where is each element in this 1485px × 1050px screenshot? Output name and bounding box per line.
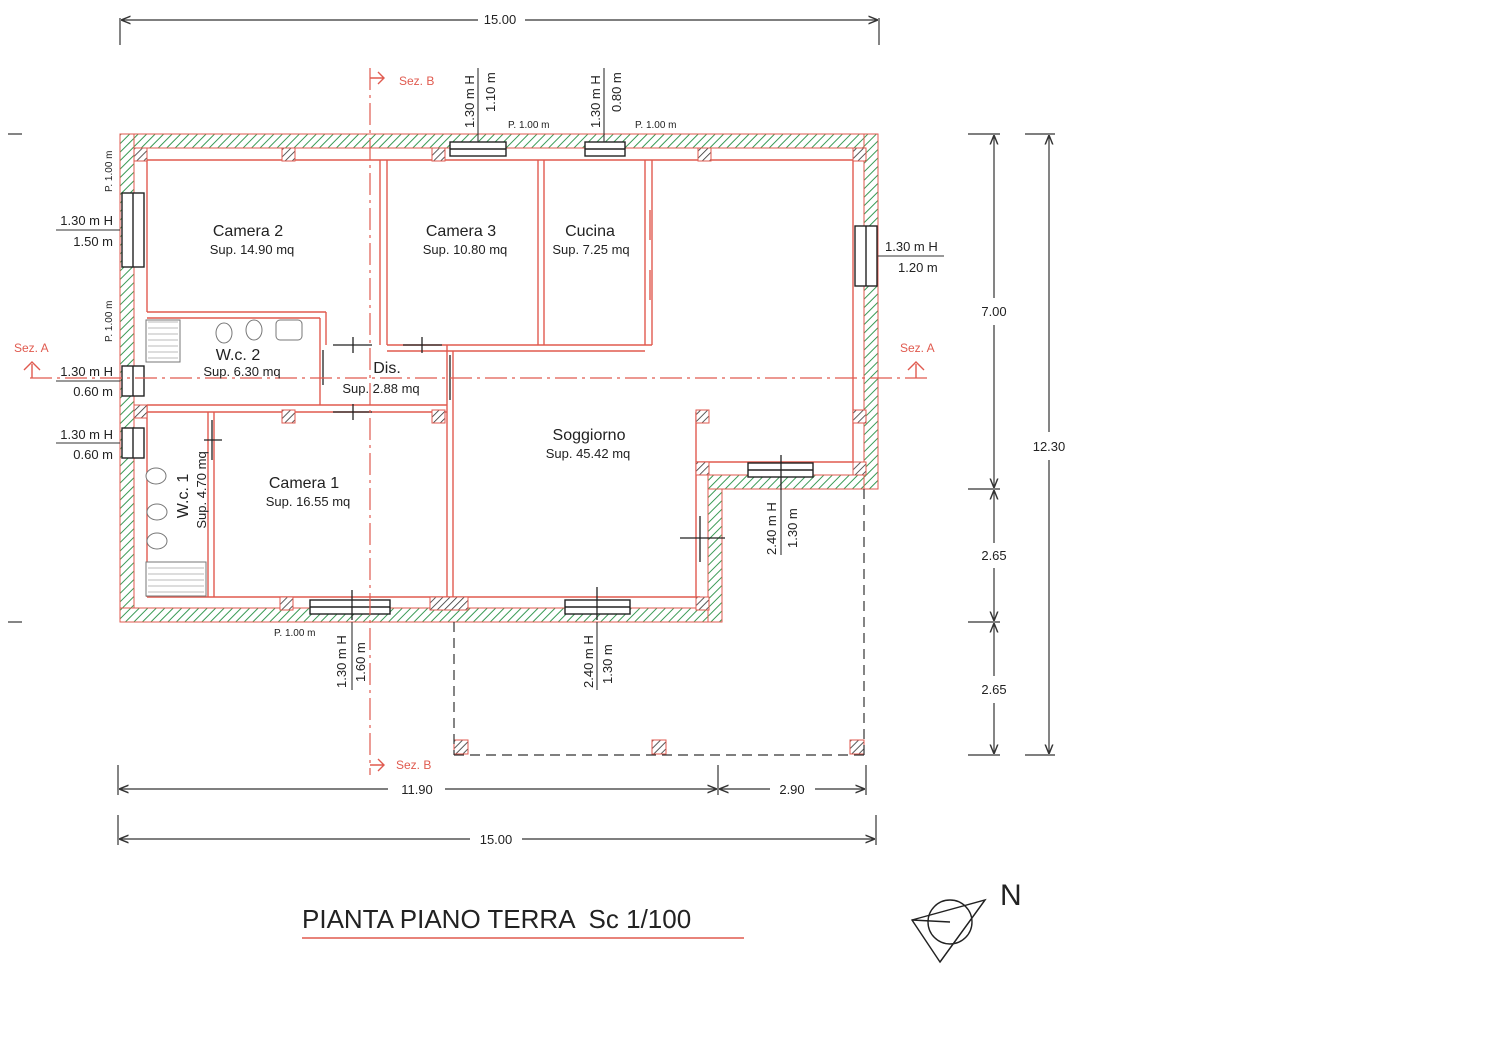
pillars — [133, 147, 867, 755]
dim-right-upper: 7.00 — [981, 304, 1006, 319]
opening-top-cam3-width: 1.10 m — [483, 72, 498, 112]
section-b-top-label: Sez. B — [399, 74, 434, 88]
dim-bottom-total: 15.00 — [480, 832, 513, 847]
porch-outline — [453, 489, 865, 756]
north-label: N — [1000, 879, 1022, 912]
room-camera1-area: Sup. 16.55 mq — [266, 494, 351, 509]
room-cucina-area: Sup. 7.25 mq — [552, 242, 629, 257]
opening-corner-door-width: 1.30 m — [785, 508, 800, 548]
opening-bottom-cam1-sill: P. 1.00 m — [274, 628, 316, 639]
room-camera2-area: Sup. 14.90 mq — [210, 242, 295, 257]
room-camera1-name: Camera 1 — [269, 475, 339, 492]
opening-bottom-sogg-height: 2.40 m H — [581, 635, 596, 688]
opening-corner-door-height: 2.40 m H — [764, 502, 779, 555]
room-wc2-name: W.c. 2 — [216, 347, 261, 364]
dim-right-lower: 2.65 — [981, 682, 1006, 697]
section-lines — [30, 68, 930, 775]
opening-bottom-sogg-width: 1.30 m — [600, 644, 615, 684]
opening-top-cucina-width: 0.80 m — [609, 72, 624, 112]
section-a-right-label: Sez. A — [900, 341, 935, 355]
opening-top-cucina-sill: P. 1.00 m — [635, 120, 677, 131]
room-cucina-name: Cucina — [565, 223, 615, 240]
room-dis-name: Dis. — [373, 360, 401, 377]
dimension-lines — [8, 18, 1055, 845]
section-a-left-label: Sez. A — [14, 341, 49, 355]
room-soggiorno-area: Sup. 45.42 mq — [546, 446, 631, 461]
opening-left-cam2-height: 1.30 m H — [60, 213, 113, 228]
opening-right-width: 1.20 m — [898, 260, 938, 275]
opening-left-wc2-height: 1.30 m H — [60, 364, 113, 379]
plan-title: PIANTA PIANO TERRA Sc 1/100 — [302, 904, 691, 934]
opening-top-cucina-height: 1.30 m H — [588, 75, 603, 128]
sanitary-fixtures — [145, 319, 303, 597]
room-soggiorno-name: Soggiorno — [553, 427, 626, 444]
opening-bottom-cam1-height: 1.30 m H — [334, 635, 349, 688]
interior-walls — [146, 159, 854, 608]
opening-left-wc1-height: 1.30 m H — [60, 427, 113, 442]
opening-left-wc2-width: 0.60 m — [73, 384, 113, 399]
opening-top-cam3-sill: P. 1.00 m — [508, 120, 550, 131]
opening-left-wc2-sill: P. 1.00 m — [104, 300, 115, 342]
opening-bottom-cam1-width: 1.60 m — [353, 642, 368, 682]
section-b-bottom-label: Sez. B — [396, 758, 431, 772]
dim-top-total: 15.00 — [484, 12, 517, 27]
opening-leaders — [56, 68, 944, 690]
room-dis-area: Sup. 2.88 mq — [342, 381, 419, 396]
opening-left-cam2-sill: P. 1.00 m — [104, 150, 115, 192]
dim-right-total: 12.30 — [1033, 439, 1066, 454]
dim-bottom-right: 2.90 — [779, 782, 804, 797]
room-camera3-area: Sup. 10.80 mq — [423, 242, 508, 257]
windows — [121, 141, 878, 615]
opening-top-cam3-height: 1.30 m H — [462, 75, 477, 128]
opening-left-cam2-width: 1.50 m — [73, 234, 113, 249]
opening-left-wc1-width: 0.60 m — [73, 447, 113, 462]
section-arrows — [23, 71, 925, 772]
north-arrow-icon — [910, 898, 987, 964]
room-wc2-area: Sup. 6.30 mq — [203, 364, 280, 379]
dim-right-mid: 2.65 — [981, 548, 1006, 563]
room-wc1-name: W.c. 1 — [175, 474, 192, 519]
dim-bottom-left: 11.90 — [401, 782, 433, 797]
room-camera3-name: Camera 3 — [426, 223, 496, 240]
room-wc1-area: Sup. 4.70 mq — [194, 451, 209, 528]
room-camera2-name: Camera 2 — [213, 223, 283, 240]
opening-right-height: 1.30 m H — [885, 239, 938, 254]
